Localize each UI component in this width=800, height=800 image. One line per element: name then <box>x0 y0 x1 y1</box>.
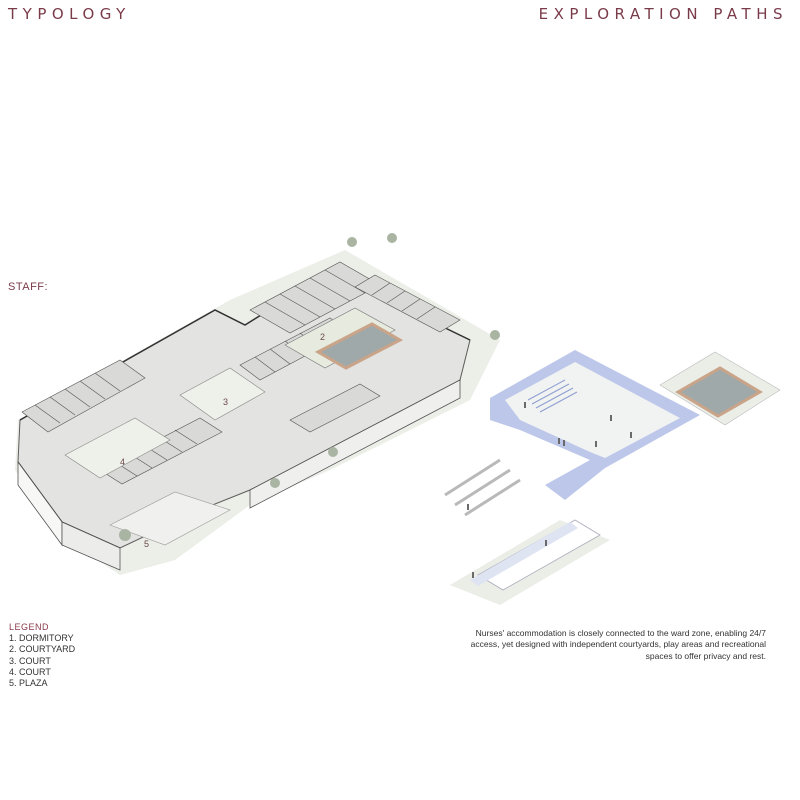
southeast-facade <box>61 521 121 571</box>
court-4 <box>64 417 171 479</box>
people <box>467 402 632 578</box>
legend-item: 3. COURT <box>9 655 51 666</box>
stairs <box>527 379 578 413</box>
pergola <box>444 458 521 517</box>
legend-item: 1. DORMITORY <box>9 633 74 644</box>
exploration-paths <box>444 350 781 605</box>
legend-item: 5. PLAZA <box>9 678 48 689</box>
building-axonometric: 2 3 4 5 <box>15 233 500 575</box>
pool <box>675 366 763 418</box>
legend-item: 2. COURTYARD <box>9 644 76 655</box>
page-title: TYPOLOGY <box>8 5 131 23</box>
lower-path <box>470 522 578 586</box>
plan-label-5: 5 <box>144 539 149 549</box>
east-facade <box>249 379 461 509</box>
plan-label-4: 4 <box>120 457 125 467</box>
inner-court <box>505 362 680 458</box>
tree-icon <box>119 233 500 541</box>
legend-item: 4. COURT <box>9 666 51 677</box>
plan-label-3: 3 <box>223 397 228 407</box>
legend: LEGEND 1. DORMITORY 2. COURTYARD 3. COUR… <box>9 622 75 689</box>
plaza-5 <box>109 491 231 546</box>
description-text: Nurses' accommodation is closely connect… <box>470 628 766 661</box>
court-3 <box>179 367 266 421</box>
legend-title: LEGEND <box>9 622 50 632</box>
page-subtitle: EXPLORATION PATHS <box>538 5 788 23</box>
courtyard-2 <box>284 307 396 369</box>
plan-label-2: 2 <box>320 332 325 342</box>
section-label: STAFF: <box>8 281 49 293</box>
courtyard-pool <box>314 322 404 370</box>
